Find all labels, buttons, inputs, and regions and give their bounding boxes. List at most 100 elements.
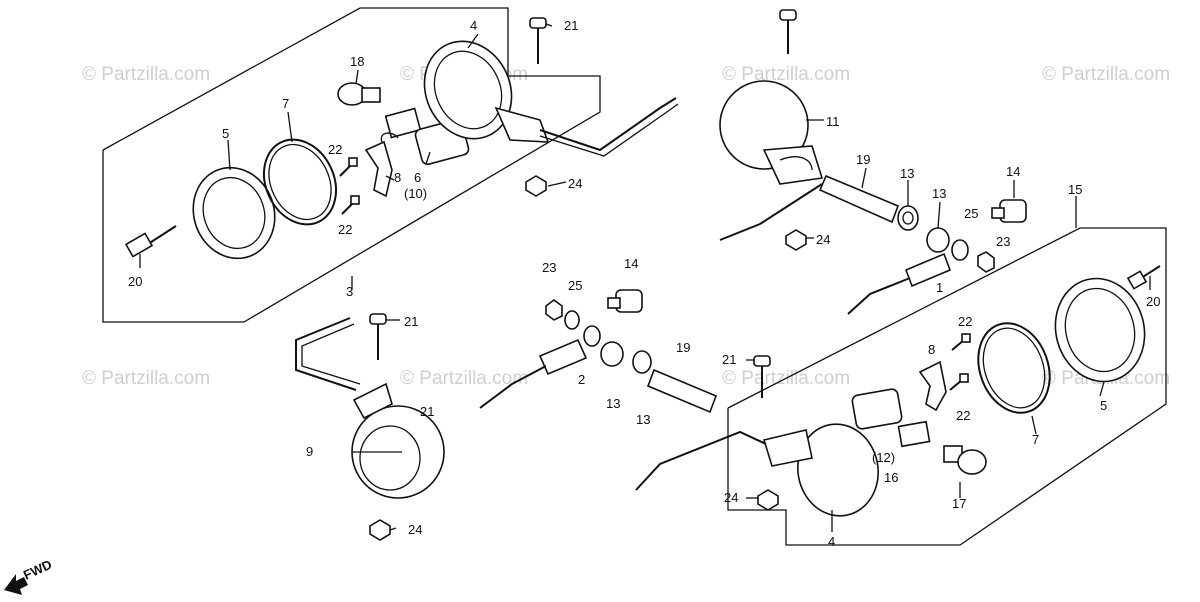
gasket-ring-part	[977, 322, 1051, 414]
callout-label: 19	[676, 340, 690, 355]
callout-label: 22	[956, 408, 970, 423]
callout-label: 4	[828, 534, 835, 549]
nut-part	[785, 229, 807, 251]
nut-part	[757, 489, 779, 511]
callout-label: 5	[1100, 398, 1107, 413]
callout-label: 7	[1032, 432, 1039, 447]
callout-label: 24	[816, 232, 830, 247]
bolt-part	[369, 313, 387, 360]
bolt-part	[1126, 265, 1161, 290]
watermark: © Partzilla.com	[82, 64, 210, 85]
socket-part	[851, 388, 931, 448]
callout-label: 23	[996, 234, 1010, 249]
washer-part	[632, 350, 652, 374]
callout-label: 14	[1006, 164, 1020, 179]
screw-part	[951, 333, 971, 351]
stay-tube-part	[818, 174, 900, 224]
callout-label: 8	[394, 170, 401, 185]
callout-label: 18	[350, 54, 364, 69]
callout-label: 21	[420, 404, 434, 419]
mount-hardware-group	[369, 289, 771, 414]
watermark: © Partzilla.com	[722, 64, 850, 85]
stay-tube-part	[646, 368, 718, 414]
nut-part	[977, 251, 995, 273]
housing-part	[351, 382, 445, 499]
callout-label: 13	[932, 186, 946, 201]
callout-label: 22	[338, 222, 352, 237]
rear-right-signal-assembly	[635, 265, 1161, 517]
forward-direction-indicator: FWD	[4, 557, 54, 595]
screw-part	[339, 157, 358, 177]
callout-label: 22	[328, 142, 342, 157]
washer-part	[951, 239, 969, 261]
collar-part	[607, 289, 643, 313]
washer-part	[564, 310, 580, 330]
callout-label: 13	[606, 396, 620, 411]
leader-lines	[139, 23, 1151, 532]
screw-part	[341, 195, 360, 215]
callout-label: 9	[306, 444, 313, 459]
screw-part	[949, 373, 969, 391]
callout-label: 24	[724, 490, 738, 505]
collar-part	[991, 199, 1027, 223]
spacer-part	[600, 341, 624, 367]
callout-label: 15	[1068, 182, 1082, 197]
wire-lead	[635, 430, 767, 491]
housing-part	[423, 40, 550, 143]
bracket-part	[364, 140, 393, 198]
callout-label: 8	[928, 342, 935, 357]
callout-label: 19	[856, 152, 870, 167]
rubber-tube-part	[847, 252, 952, 315]
callout-label: 20	[1146, 294, 1160, 309]
wire-harness	[539, 97, 677, 152]
callout-label: 24	[568, 176, 582, 191]
callout-label: 13	[900, 166, 914, 181]
front-left-assembly-box	[102, 7, 601, 323]
bulb-part	[943, 445, 987, 475]
callout-label: 21	[722, 352, 736, 367]
front-right-signal-assembly	[295, 317, 445, 541]
housing-part	[762, 423, 879, 517]
nut-part	[525, 175, 547, 197]
bolt-part	[753, 355, 771, 398]
callout-label: 4	[470, 18, 477, 33]
callout-label: 21	[404, 314, 418, 329]
callout-label: 1	[936, 280, 943, 295]
bulb-part	[337, 82, 381, 106]
bolt-part	[779, 9, 797, 54]
lens-part	[192, 166, 276, 260]
callout-label: 20	[128, 274, 142, 289]
callout-label: 25	[964, 206, 978, 221]
callout-label: 14	[624, 256, 638, 271]
front-left-signal-assembly	[124, 17, 679, 260]
washer-part	[583, 325, 601, 347]
assembly-boundaries	[102, 7, 1167, 546]
callout-label: 21	[564, 18, 578, 33]
spacer-part	[926, 227, 950, 253]
callout-label: 22	[958, 314, 972, 329]
callout-label: 6	[414, 170, 421, 185]
callout-label: 25	[568, 278, 582, 293]
callout-label: 11	[826, 114, 840, 129]
bolt-part	[529, 17, 547, 64]
callout-label: (10)	[404, 186, 427, 201]
callout-label: 17	[952, 496, 966, 511]
washer-part	[897, 205, 919, 231]
callout-label: 24	[408, 522, 422, 537]
rear-right-assembly-box	[727, 227, 1167, 546]
nut-part	[369, 519, 391, 541]
callout-label: 3	[346, 284, 353, 299]
nut-part	[545, 299, 563, 321]
callout-label: 5	[222, 126, 229, 141]
gasket-ring-part	[263, 138, 337, 226]
wire-lead	[719, 183, 823, 241]
watermark: © Partzilla.com	[400, 368, 528, 389]
rear-left-signal-assembly	[719, 9, 1027, 315]
rubber-tube-part	[479, 338, 588, 409]
watermark: © Partzilla.com	[1042, 64, 1170, 85]
callout-label: 13	[636, 412, 650, 427]
forward-label: FWD	[21, 557, 54, 583]
callout-labels: 4 21 18 7 5 22 8 6 (10) 22 24 20 3 21 11…	[128, 18, 1160, 549]
wire-harness	[295, 317, 357, 391]
